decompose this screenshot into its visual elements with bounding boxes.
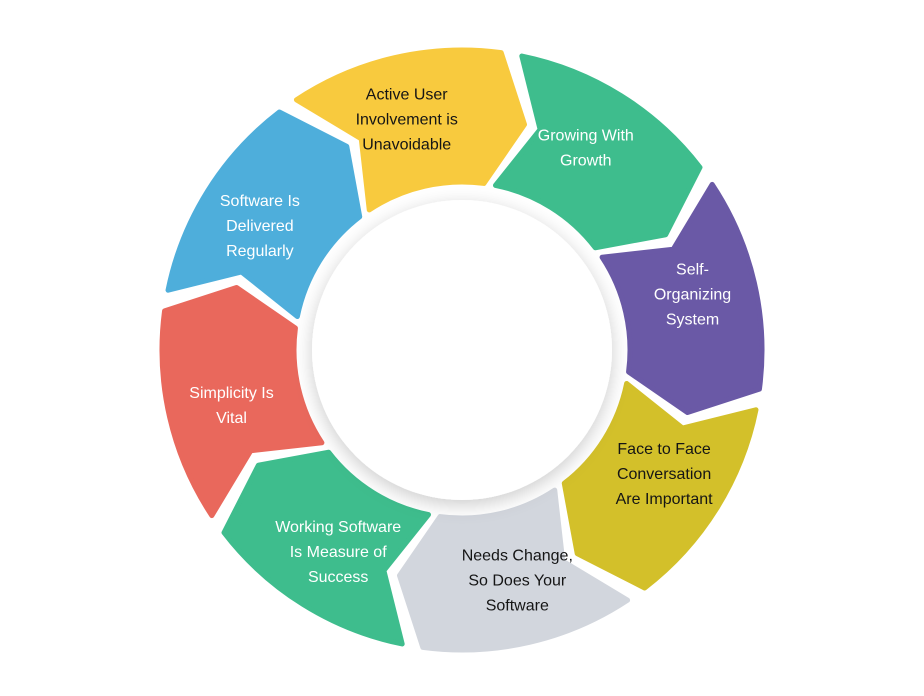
segment-label-line: Needs Change, [462,548,573,565]
segment-label-line: So Does Your [468,573,567,590]
segment-label-line: Self- [676,262,709,279]
segment-shape-software-delivered-regularly [165,109,363,320]
segment-label-line: Success [308,569,368,586]
segment-label-line: Growth [560,152,612,169]
segment-label-line: Is Measure of [290,544,387,561]
segment-label-line: Delivered [226,218,294,235]
segment-label-line: Vital [216,410,247,427]
segment-shape-simplicity-is-vital [159,284,325,519]
segment-label-line: Active User [366,87,448,104]
segment-label-simplicity-is-vital: Simplicity Is Vital [189,385,273,427]
segment-label-line: Are Important [616,491,713,508]
segment-label-line: Face to Face [617,441,710,458]
segment-label-line: Simplicity Is [189,385,273,402]
segment-label-line: Involvement is [356,112,458,129]
segment-shape-needs-change [396,487,631,653]
segment-shape-working-software [221,449,432,647]
segment-label-line: Working Software [275,519,401,536]
segments-group [159,47,765,653]
segment-label-line: Unavoidable [362,137,451,154]
segment-label-line: Conversation [617,466,711,483]
segment-label-line: Software Is [220,193,300,210]
segment-shape-active-user-involvement [293,47,528,213]
center-circle [312,200,612,500]
segment-label-working-software: Working Software Is Measure of Success [275,519,401,586]
segment-label-line: System [666,312,719,329]
segment-shape-face-to-face-conversation [561,380,759,591]
segment-label-line: Organizing [654,287,731,304]
segment-label-line: Regularly [226,243,294,260]
segment-shape-growing-with-growth [492,53,703,251]
segment-label-line: Software [486,598,549,615]
segment-label-line: Growing With [538,127,634,144]
segment-shape-self-organizing-system [599,181,765,416]
